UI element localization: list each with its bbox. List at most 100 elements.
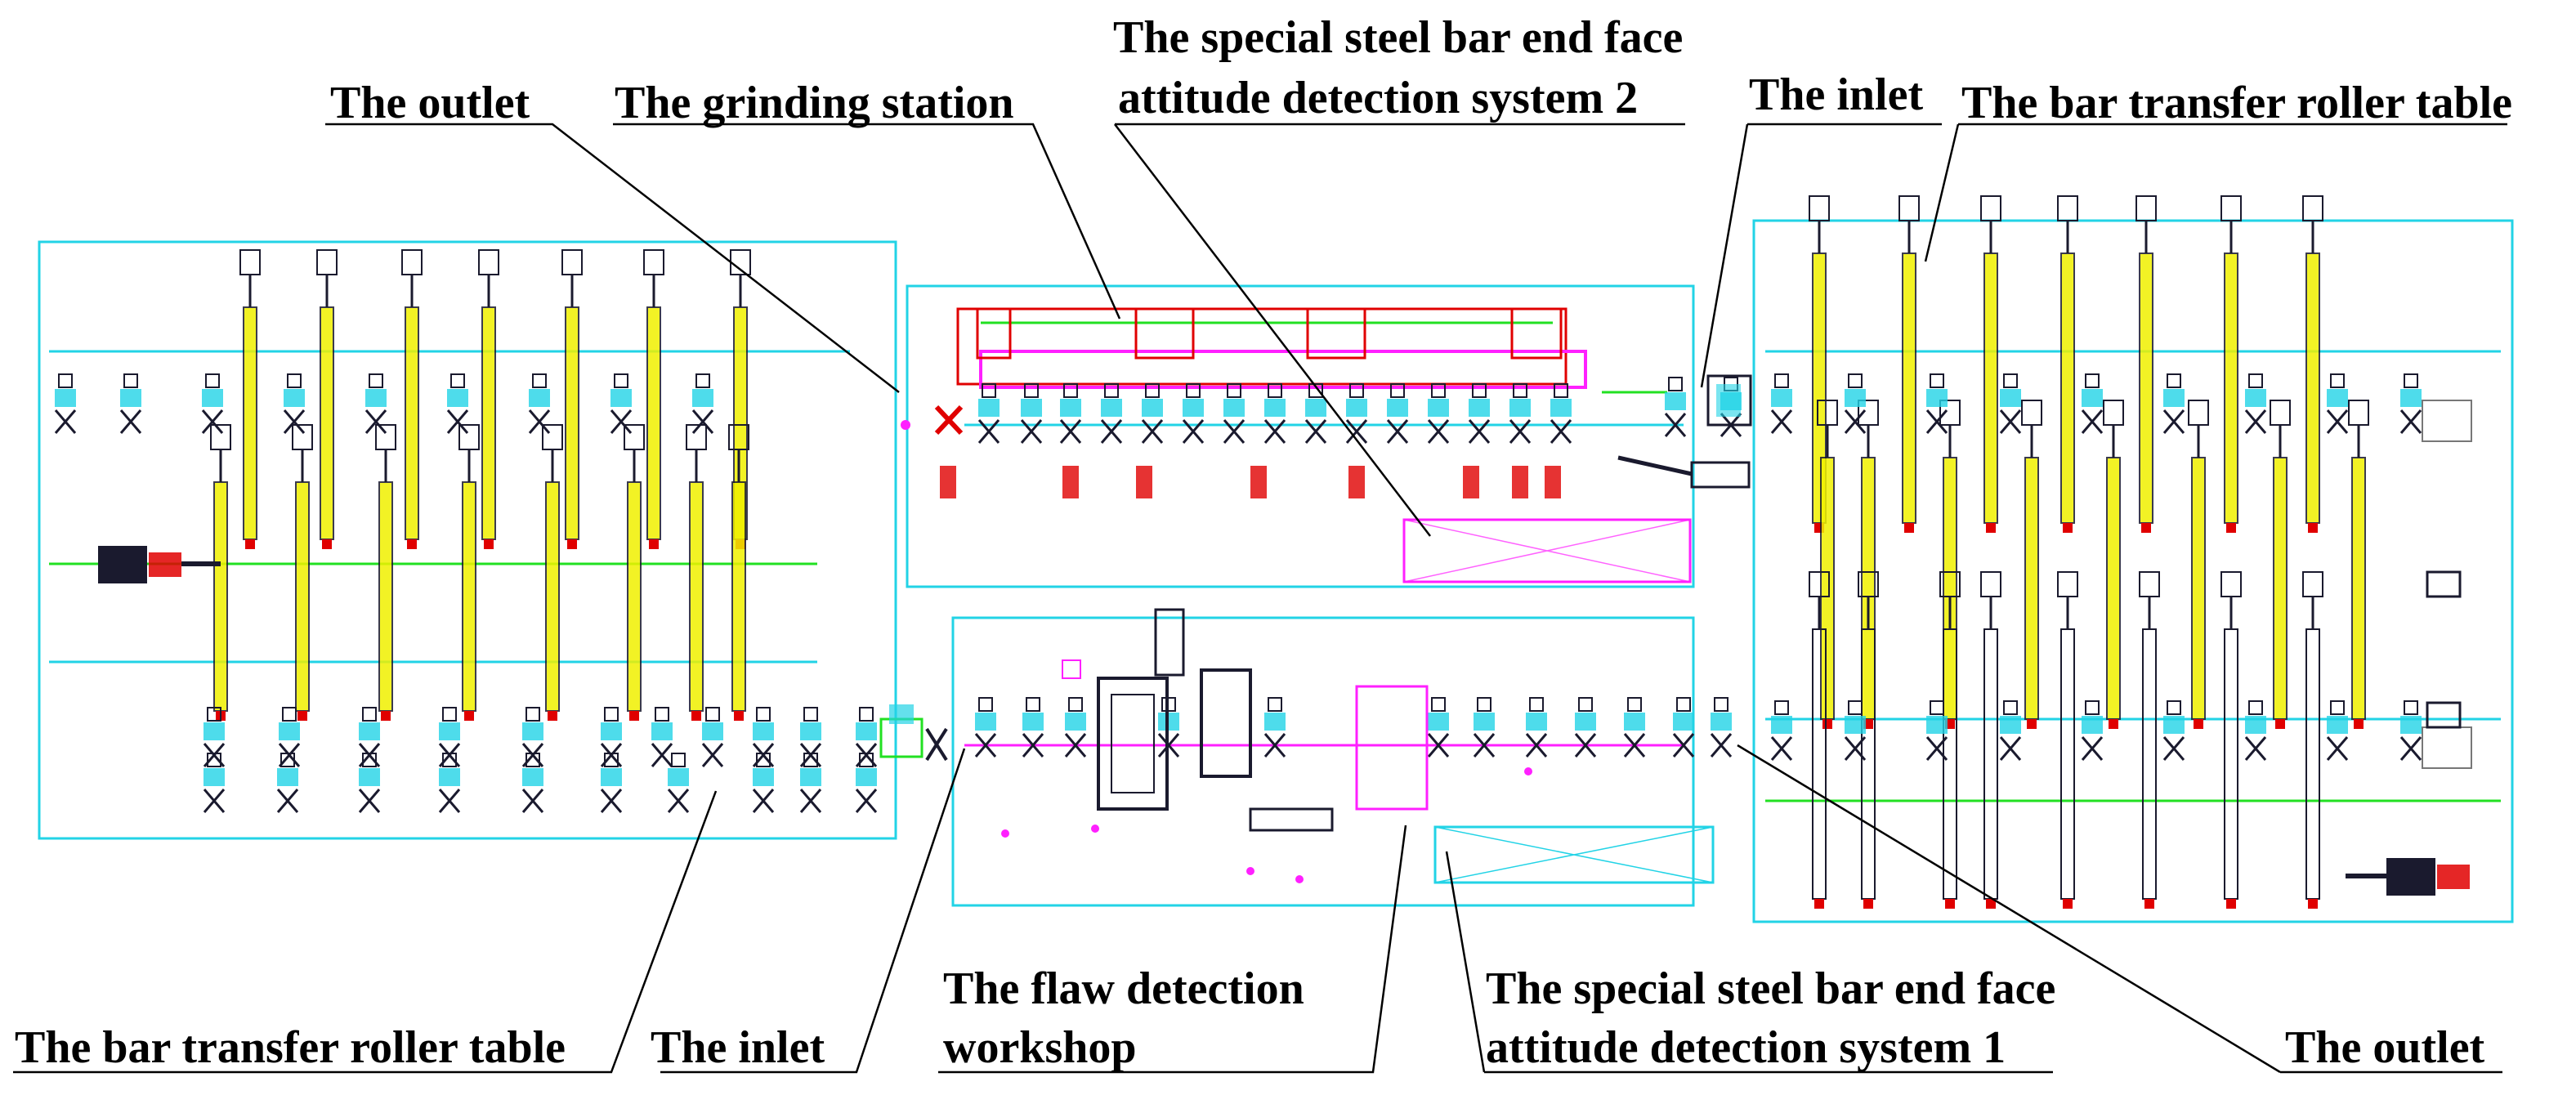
inlet-connector <box>879 704 948 762</box>
roller-unit <box>1182 383 1205 444</box>
roller-unit <box>521 753 544 813</box>
roller-unit <box>600 707 623 767</box>
roller-unit <box>358 753 381 813</box>
roller-unit <box>1574 697 1597 758</box>
roller-unit <box>752 753 775 813</box>
roller-unit <box>1100 383 1123 444</box>
roller-post <box>458 424 480 721</box>
flaw-detection-workshop-box <box>1355 685 1429 811</box>
grinding-station-area <box>906 284 1695 588</box>
roller-unit <box>977 383 1000 444</box>
roller-unit <box>1710 697 1733 758</box>
label-detection-system-1-line2: attitude detection system 1 <box>1486 1022 2006 1073</box>
roller-unit <box>1223 383 1246 444</box>
marker-dot <box>1246 867 1254 875</box>
label-grinding-station: The grinding station <box>615 78 1014 128</box>
roller-post <box>624 424 645 721</box>
marker-dot <box>1001 829 1009 838</box>
roller-unit <box>1664 377 1687 437</box>
roller-post <box>686 424 707 721</box>
roller-unit <box>2162 700 2185 761</box>
left-rollers <box>54 373 878 813</box>
roller-unit <box>1064 697 1087 758</box>
roller-unit <box>1770 700 1793 761</box>
leader-outlet-top-left <box>325 123 900 393</box>
roller-unit <box>358 707 381 767</box>
roller-post <box>2188 400 2209 729</box>
flaw-detector-machine <box>1062 608 1334 832</box>
roller-unit <box>438 707 461 767</box>
roller-post <box>401 249 423 549</box>
roller-post <box>542 424 563 721</box>
roller-unit <box>1925 373 1948 434</box>
roller-unit <box>1022 697 1044 758</box>
label-inlet-bottom: The inlet <box>651 1022 825 1073</box>
leader-transfer-table-bottom-left <box>13 790 718 1074</box>
roller-unit <box>2081 700 2104 761</box>
roller-unit <box>119 373 142 434</box>
left-roller-posts <box>210 249 751 721</box>
roller-unit <box>799 753 822 813</box>
left-drive-motor <box>98 546 221 583</box>
roller-unit <box>438 753 461 813</box>
left-transfer-table-area <box>38 240 897 840</box>
roller-unit <box>203 753 226 813</box>
roller-unit <box>1468 383 1491 444</box>
roller-unit <box>2162 373 2185 434</box>
roller-post <box>1858 571 1879 909</box>
leader-inlet-bottom <box>660 748 966 1074</box>
leader-inlet-top-right <box>1700 123 1942 388</box>
roller-unit <box>855 707 878 767</box>
roller-post <box>2302 571 2323 909</box>
roller-unit <box>1386 383 1409 444</box>
roller-unit <box>1427 697 1450 758</box>
roller-unit <box>1770 373 1793 434</box>
grinding-head-marker <box>901 404 964 436</box>
leader-outlet-bottom-right <box>1737 744 2502 1074</box>
marker-dot <box>1295 875 1304 883</box>
roller-unit <box>701 707 724 767</box>
roller-unit <box>1999 700 2022 761</box>
roller-post <box>1817 400 1838 729</box>
roller-unit <box>610 373 633 434</box>
roller-post <box>478 249 499 549</box>
roller-unit <box>528 373 551 434</box>
roller-unit <box>283 373 306 434</box>
roller-unit <box>1263 697 1286 758</box>
roller-unit <box>1473 697 1496 758</box>
roller-unit <box>752 707 775 767</box>
roller-post <box>2139 571 2160 909</box>
roller-unit <box>278 707 301 767</box>
roller-post <box>728 424 749 721</box>
roller-unit <box>1925 700 1948 761</box>
right-roller-posts <box>1809 195 2369 909</box>
roller-unit <box>974 697 997 758</box>
right-drive-motor <box>2346 400 2472 896</box>
roller-unit <box>276 753 299 813</box>
roller-unit <box>1525 697 1548 758</box>
right-rollers <box>1770 373 2422 761</box>
roller-unit <box>1672 697 1695 758</box>
flaw-detection-area <box>951 616 1695 907</box>
roller-post <box>292 424 313 721</box>
leader-grinding-station <box>613 123 1121 320</box>
detection-system-2-cross <box>1403 519 1691 583</box>
roller-unit <box>2399 700 2422 761</box>
label-detection-system-2-line2: attitude detection system 2 <box>1118 73 1638 123</box>
roller-post <box>1980 195 2001 533</box>
label-outlet-top-left: The outlet <box>330 78 530 128</box>
roller-unit <box>1427 383 1450 444</box>
roller-unit <box>1844 700 1867 761</box>
roller-post <box>1809 571 1830 909</box>
grinding-actuator <box>1348 466 1365 498</box>
roller-unit <box>1263 383 1286 444</box>
roller-unit <box>364 373 387 434</box>
callout-leader-lines <box>13 123 2507 1074</box>
roller-unit <box>54 373 77 434</box>
label-transfer-table-bottom-left: The bar transfer roller table <box>15 1022 566 1073</box>
roller-post <box>643 249 664 549</box>
roller-post <box>2302 195 2323 533</box>
roller-post <box>2220 571 2242 909</box>
roller-unit <box>2326 700 2349 761</box>
